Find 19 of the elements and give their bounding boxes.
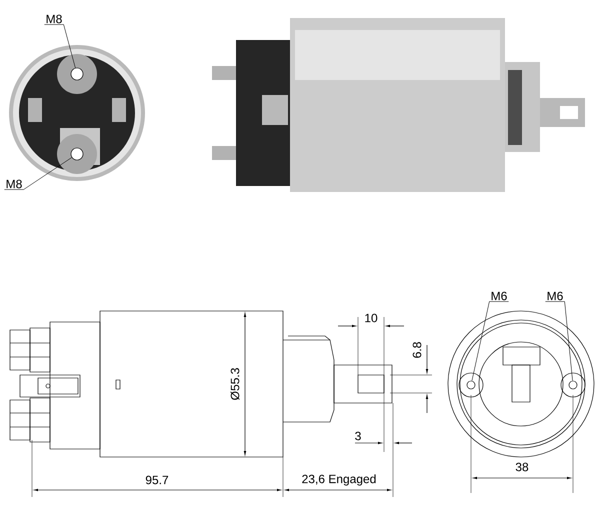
- leader-line: [4, 157, 72, 190]
- dimension-label: 10: [365, 314, 378, 322]
- callout-label: M6: [548, 292, 563, 300]
- dimension-label: 23,6 Engaged: [302, 474, 376, 486]
- terminal-stud: [70, 68, 84, 80]
- dimension-label: Ø55.3: [230, 368, 240, 400]
- mounting-hole: [568, 380, 578, 390]
- mounting-hole: [466, 380, 476, 390]
- dimension-label: 95.7: [146, 476, 168, 484]
- dimension-label: 3: [355, 432, 361, 440]
- callout-label: M8: [46, 14, 62, 24]
- callout-label: M6: [492, 292, 507, 300]
- terminal-stud: [70, 148, 84, 160]
- leader-line: [472, 301, 509, 382]
- leader-line: [44, 24, 76, 68]
- leader-line: [545, 301, 573, 381]
- callout-label: M8: [6, 180, 22, 188]
- dimension-label: 38: [516, 462, 528, 472]
- dimension-label: 6.8: [412, 342, 422, 358]
